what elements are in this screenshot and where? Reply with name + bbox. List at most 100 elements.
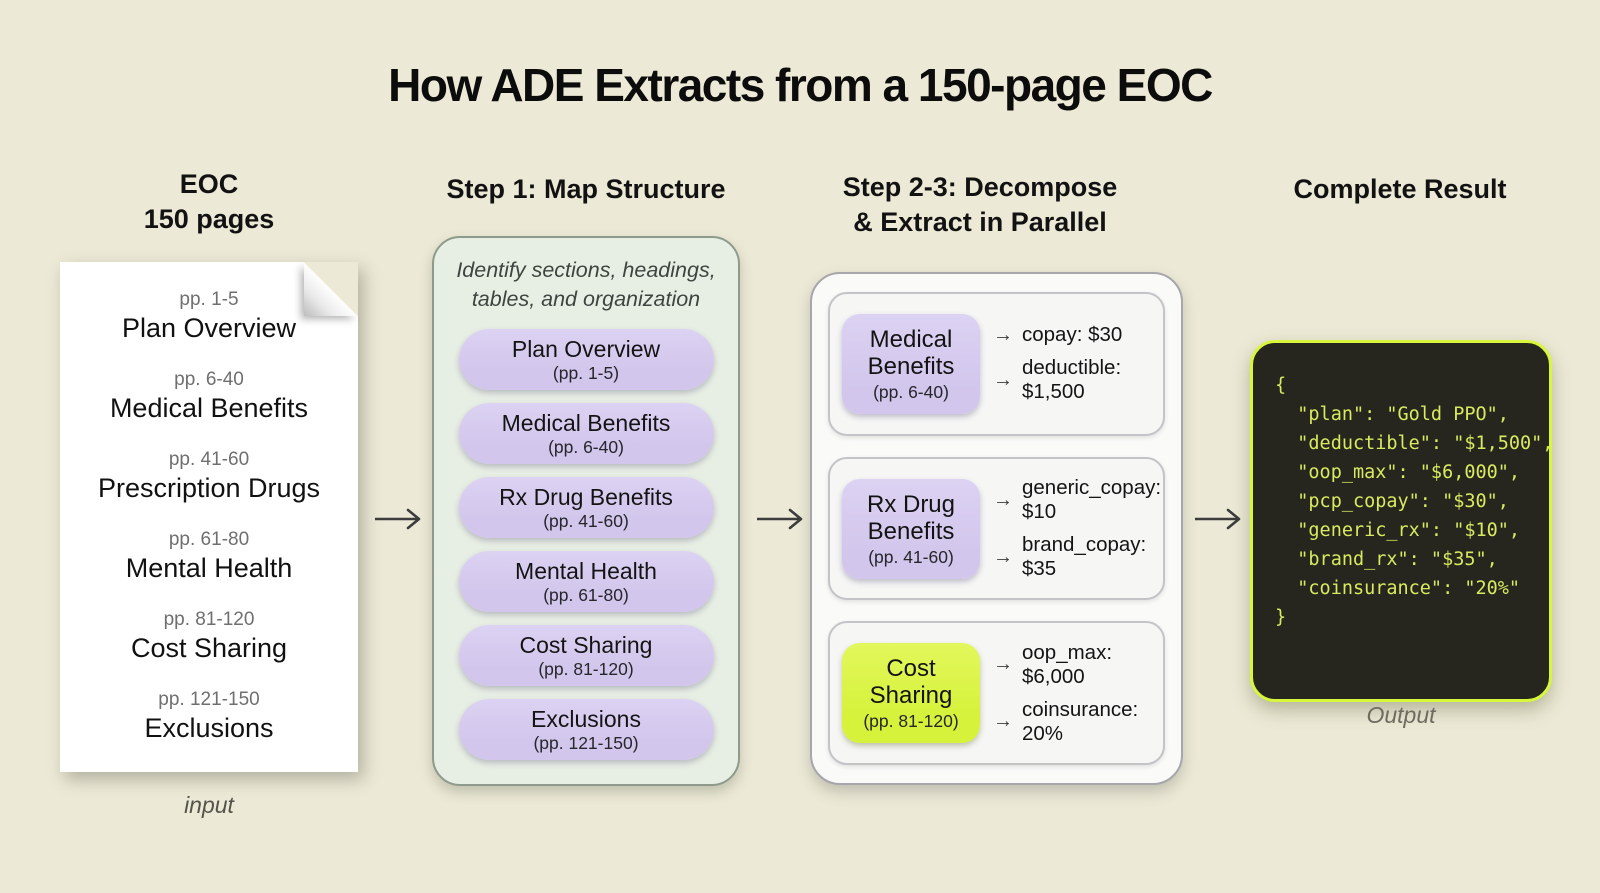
pill-pages: (pp. 61-80) (543, 584, 629, 605)
pill-name: Rx Drug Benefits (499, 483, 673, 510)
section-pill: Cost Sharing (pp. 81-120) (458, 625, 714, 686)
map-subtitle-line1: Identify sections, headings, (456, 258, 716, 282)
pill-pages: (pp. 6-40) (548, 436, 624, 457)
code-line: "brand_rx": "$35", (1275, 549, 1498, 570)
arrow-icon: → (993, 488, 1013, 511)
doc-section-name: Cost Sharing (130, 633, 288, 663)
eoc-document: pp. 1-5 Plan Overview pp. 6-40 Medical B… (60, 262, 358, 772)
field-text: brand_copay: $35 (1022, 533, 1147, 580)
pill-name: Exclusions (531, 705, 641, 732)
code-line: "pcp_copay": "$30", (1275, 491, 1509, 512)
step23-column-header: Step 2-3: Decompose & Extract in Paralle… (790, 170, 1170, 240)
input-caption: input (184, 792, 234, 818)
pill-name: Plan Overview (511, 335, 661, 362)
badge-name: Rx Drug Benefits (866, 490, 956, 545)
extracted-fields: → oop_max: $6,000 → coinsurance: 20% (993, 641, 1151, 746)
extracted-field: → oop_max: $6,000 (993, 641, 1151, 689)
section-badge: Medical Benefits (pp. 6-40) (842, 313, 980, 414)
arrow-icon: → (993, 323, 1013, 346)
extracted-fields: → copay: $30 → deductible: $1,500 (993, 323, 1151, 404)
doc-section-pages: pp. 121-150 (158, 689, 260, 710)
result-column-header: Complete Result (1293, 174, 1507, 204)
doc-section-pages: pp. 6-40 (174, 369, 244, 390)
doc-section-name: Medical Benefits (109, 393, 309, 423)
extracted-fields: → generic_copay: $10 → brand_copay: $35 (993, 476, 1161, 581)
badge-pages: (pp. 81-120) (863, 711, 959, 732)
section-pill-list: Plan Overview (pp. 1-5) Medical Benefits… (458, 329, 714, 760)
step23-header-line2: & Extract in Parallel (853, 207, 1107, 237)
doc-section-name: Prescription Drugs (97, 473, 321, 503)
field-text: deductible: $1,500 (1022, 356, 1122, 404)
section-pill: Medical Benefits (pp. 6-40) (458, 403, 714, 464)
arrow-icon: → (993, 368, 1013, 391)
extract-card-medical: Medical Benefits (pp. 6-40) → copay: $30… (828, 292, 1165, 436)
pill-name: Medical Benefits (501, 409, 671, 436)
doc-section: pp. 121-150 Exclusions (60, 689, 358, 744)
badge-name: Cost Sharing (869, 655, 953, 710)
extract-card-cost-sharing: Cost Sharing (pp. 81-120) → oop_max: $6,… (828, 621, 1165, 766)
code-line: "generic_rx": "$10", (1275, 520, 1521, 541)
doc-section: pp. 1-5 Plan Overview (60, 289, 358, 344)
doc-section: pp. 61-80 Mental Health (60, 529, 358, 584)
step1-column-header: Step 1: Map Structure (446, 174, 726, 204)
json-output-panel: { "plan": "Gold PPO", "deductible": "$1,… (1250, 340, 1554, 702)
pill-name: Mental Health (515, 557, 657, 584)
pill-name: Cost Sharing (519, 631, 653, 658)
code-line: "oop_max": "$6,000", (1275, 462, 1521, 483)
section-badge-highlighted: Cost Sharing (pp. 81-120) (842, 643, 980, 744)
code-line: } (1275, 607, 1287, 628)
section-badge: Rx Drug Benefits (pp. 41-60) (842, 478, 980, 579)
extracted-field: → brand_copay: $35 (993, 533, 1161, 581)
code-line: "plan": "Gold PPO", (1275, 404, 1509, 425)
doc-section: pp. 81-120 Cost Sharing (60, 609, 358, 664)
output-caption: Output (1366, 702, 1436, 728)
pill-pages: (pp. 121-150) (533, 732, 639, 753)
doc-section-name: Mental Health (125, 553, 293, 583)
doc-section-pages: pp. 81-120 (163, 609, 255, 630)
section-pill: Exclusions (pp. 121-150) (458, 699, 714, 760)
code-line: { (1275, 375, 1287, 396)
section-pill: Mental Health (pp. 61-80) (458, 551, 714, 612)
section-pill: Plan Overview (pp. 1-5) (458, 329, 714, 390)
badge-pages: (pp. 41-60) (868, 546, 954, 567)
decompose-extract-panel: Medical Benefits (pp. 6-40) → copay: $30… (810, 272, 1183, 785)
extracted-field: → generic_copay: $10 (993, 476, 1161, 524)
doc-section-name: Exclusions (144, 713, 274, 743)
input-column-header: EOC 150 pages (40, 167, 378, 237)
input-header-line1: EOC (179, 169, 239, 199)
flow-arrow-icon (375, 508, 421, 530)
badge-pages: (pp. 6-40) (873, 381, 949, 402)
field-text: generic_copay: $10 (1022, 476, 1162, 523)
extracted-field: → deductible: $1,500 (993, 356, 1151, 404)
doc-section-name: Plan Overview (121, 313, 297, 343)
map-structure-panel: Identify sections, headings, tables, and… (432, 236, 740, 786)
input-header-line2: 150 pages (143, 204, 275, 234)
doc-section-pages: pp. 41-60 (168, 449, 250, 470)
arrow-icon: → (993, 653, 1013, 676)
arrow-icon: → (993, 710, 1013, 733)
extracted-field: → copay: $30 (993, 323, 1151, 347)
pill-pages: (pp. 81-120) (538, 658, 634, 679)
field-text: coinsurance: 20% (1022, 697, 1139, 745)
doc-section: pp. 41-60 Prescription Drugs (60, 449, 358, 504)
flow-arrow-icon (1195, 508, 1241, 530)
step23-header-line1: Step 2-3: Decompose (842, 172, 1118, 202)
section-pill: Rx Drug Benefits (pp. 41-60) (458, 477, 714, 538)
extracted-field: → coinsurance: 20% (993, 698, 1151, 746)
doc-section-pages: pp. 1-5 (179, 289, 239, 310)
doc-section: pp. 6-40 Medical Benefits (60, 369, 358, 424)
page-title: How ADE Extracts from a 150-page EOC (388, 59, 1213, 111)
doc-section-pages: pp. 61-80 (168, 529, 250, 550)
field-text: oop_max: $6,000 (1022, 640, 1113, 688)
code-line: "coinsurance": "20%" (1275, 578, 1521, 599)
eoc-section-list: pp. 1-5 Plan Overview pp. 6-40 Medical B… (60, 262, 358, 744)
pill-pages: (pp. 1-5) (552, 362, 620, 383)
map-subtitle-line2: tables, and organization (471, 287, 701, 311)
pill-pages: (pp. 41-60) (543, 510, 629, 531)
map-structure-subtitle: Identify sections, headings, tables, and… (456, 256, 715, 314)
field-text: copay: $30 (1022, 323, 1123, 347)
arrow-icon: → (993, 545, 1013, 568)
extract-card-rx: Rx Drug Benefits (pp. 41-60) → generic_c… (828, 456, 1165, 601)
code-line: "deductible": "$1,500", (1275, 433, 1554, 454)
flow-arrow-icon (757, 508, 803, 530)
